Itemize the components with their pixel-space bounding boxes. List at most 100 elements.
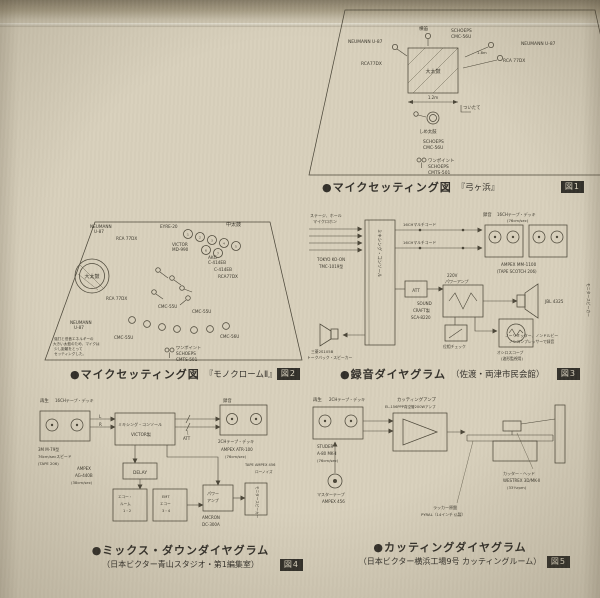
diagram-label: 1.8m xyxy=(477,50,487,55)
diagram-label: CMC-56U xyxy=(220,334,239,339)
fig3-recording-diagram: ステージ、ホールマイクロホンTOKYO KO-ONTMC-1019型ミキシング・… xyxy=(307,211,591,361)
fig3-caption: ●録音ダイヤグラム （佐渡・両津市民会館） 図3 xyxy=(340,366,580,382)
diagram-label: 16CHマルチコード xyxy=(403,240,436,245)
diagram-label: L xyxy=(99,414,102,419)
fig5-caption-title: ●カッティングダイヤグラム xyxy=(373,541,527,554)
diagram-label: TMC-1019型 xyxy=(318,263,343,269)
diagram-label: SCHOEPS xyxy=(176,351,196,356)
diagram-label: 3 xyxy=(211,239,213,243)
diagram-label: SOUND xyxy=(417,301,432,306)
diagram-label: 三菱2S105B xyxy=(311,349,334,354)
diagram-label: 7 xyxy=(217,252,219,256)
diagram-label: 3・4 xyxy=(162,509,171,513)
diagram-label: AMPEX MM-1100 xyxy=(501,262,537,267)
diagram-label: 録音 xyxy=(223,397,232,404)
diagram-label: AMCRON xyxy=(202,515,220,520)
diagram-label: RCA77DX xyxy=(361,61,382,67)
diagram-label: R xyxy=(99,422,102,427)
diagram-label: A-80 MK-Ⅱ xyxy=(317,451,337,456)
diagram-label: RCA 77DX xyxy=(116,236,137,241)
diagram-label: 強打と低音エネルギーの xyxy=(54,336,94,341)
diagram-label: ローノイズ xyxy=(255,469,273,474)
diagram-label: トークバック・スピーカー xyxy=(307,355,352,360)
diagram-label: 再生 xyxy=(40,397,49,404)
diagram-label: C-414EB xyxy=(214,267,232,272)
diagram-label: CMC-56U xyxy=(451,34,471,40)
diagram-label: CMC-55U xyxy=(114,335,133,340)
diagram-label: CMTS-501 xyxy=(176,357,198,362)
diagram-label: 2CHテープ・デッキ xyxy=(329,396,365,402)
diagram-label: CMC-55U xyxy=(192,309,211,314)
diagram-label: 2CHテープ・デッキ xyxy=(218,438,254,444)
fig2-caption-subtitle: 『モノクロームⅡ』 xyxy=(204,370,277,380)
diagram-label: パワー xyxy=(207,491,219,496)
fig4-caption: ●ミックス・ダウンダイヤグラム （日本ビクター青山スタジオ・第1編集室） 図4 xyxy=(58,542,303,571)
diagram-label: MD-990 xyxy=(172,247,189,252)
diagram-label: ミキシング・コンソール xyxy=(376,229,383,278)
diagram-label: 220V xyxy=(447,273,458,278)
diagram-label: U-87 xyxy=(74,325,84,330)
diagram-label: 16CHテープ・デッキ xyxy=(55,397,94,403)
diagram-label: SCHOEPS xyxy=(423,139,444,145)
diagram-label: 1 xyxy=(187,233,189,237)
diagram-label: ラッカー原盤 xyxy=(433,504,457,510)
fig5-caption-subtitle: （日本ビクター横浜工場9号 カッティングルーム） xyxy=(358,557,542,566)
diagram-label: C-414EB xyxy=(208,260,226,265)
diagram-label: ルーム xyxy=(120,501,131,506)
diagram-label: (76cm/sec) xyxy=(225,454,247,459)
diagram-label: JBL 4325 xyxy=(544,299,564,304)
diagram-label: NEUMANN xyxy=(90,224,112,229)
diagram-label: ノンコンプレッサーで録音 xyxy=(509,339,554,344)
diagram-label: しめ太鼓 xyxy=(419,128,437,135)
fig2-number-badge: 図2 xyxy=(276,368,300,380)
fig3-shapes xyxy=(309,219,568,348)
fig4-shapes xyxy=(39,404,268,522)
diagram-label: AMPEX xyxy=(77,466,91,471)
fig4-caption-subtitle: （日本ビクター青山スタジオ・第1編集室） xyxy=(102,560,259,569)
diagram-label: ステージ、ホール xyxy=(310,212,342,218)
diagram-label: TAPE AMPEX 456 xyxy=(244,463,276,467)
diagram-label: 再生 xyxy=(313,396,322,403)
diagram-label: ワンポイント xyxy=(176,344,201,350)
diagram-label: DC-300A xyxy=(202,522,220,527)
diagram-label: RCA 77DX xyxy=(106,296,127,301)
diagram-label: ミキシング・コンソール xyxy=(118,421,162,427)
diagram-label: NEUMANN U-87 xyxy=(348,39,383,45)
diagram-label: 大太鼓 xyxy=(84,273,99,280)
fig3-caption-subtitle: （佐渡・両津市民会館） xyxy=(450,370,545,380)
diagram-label: 1・2 xyxy=(123,509,131,513)
fig5-number-badge: 図5 xyxy=(546,555,570,568)
fig3-number-badge: 図3 xyxy=(556,368,580,380)
fig4-number-badge: 図4 xyxy=(279,558,303,571)
paper-crease xyxy=(0,23,600,27)
diagram-label: ATT xyxy=(412,288,420,293)
fig2-shapes xyxy=(44,221,303,361)
diagram-label: 16CHマルチコード xyxy=(403,222,436,227)
diagram-label: EYRE-20 xyxy=(160,224,178,229)
fig3-caption-title: ●録音ダイヤグラム xyxy=(340,368,446,381)
fig1-caption: ●マイクセッティング図 『弓ヶ浜』 図1 xyxy=(322,179,584,195)
diagram-label: 中太鼓 xyxy=(226,221,241,228)
fig4-caption-title: ●ミックス・ダウンダイヤグラム xyxy=(91,544,270,557)
diagram-label: CMTS-501 xyxy=(428,170,450,176)
fig5-shapes xyxy=(312,404,566,504)
diagram-label: 大太鼓 xyxy=(425,68,440,75)
diagram-label: VICTOR製 xyxy=(131,431,151,438)
diagram-label: 5 xyxy=(235,245,237,249)
diagram-label: マスターテープ xyxy=(317,491,345,497)
fig1-caption-subtitle: 『弓ヶ浜』 xyxy=(456,183,500,193)
diagram-label: 少し距離をとって xyxy=(54,346,83,351)
diagram-label: エコー xyxy=(160,502,171,506)
diagram-label: 1.2m xyxy=(428,95,438,100)
diagram-label: AKG xyxy=(208,255,217,260)
diagram-label: (TAPE SCOTCH 206) xyxy=(497,269,537,274)
diagram-label: AMPEX 456 xyxy=(322,499,345,504)
fig1-shapes xyxy=(308,9,600,176)
diagram-label: (TAPE 206) xyxy=(38,461,59,466)
diagram-label: カッティングアンプ xyxy=(397,396,437,403)
diagram-label: AMPEX ATR-100 xyxy=(221,447,253,452)
diagram-label: CMC-56U xyxy=(423,145,443,151)
diagram-label: 6 xyxy=(205,249,207,253)
